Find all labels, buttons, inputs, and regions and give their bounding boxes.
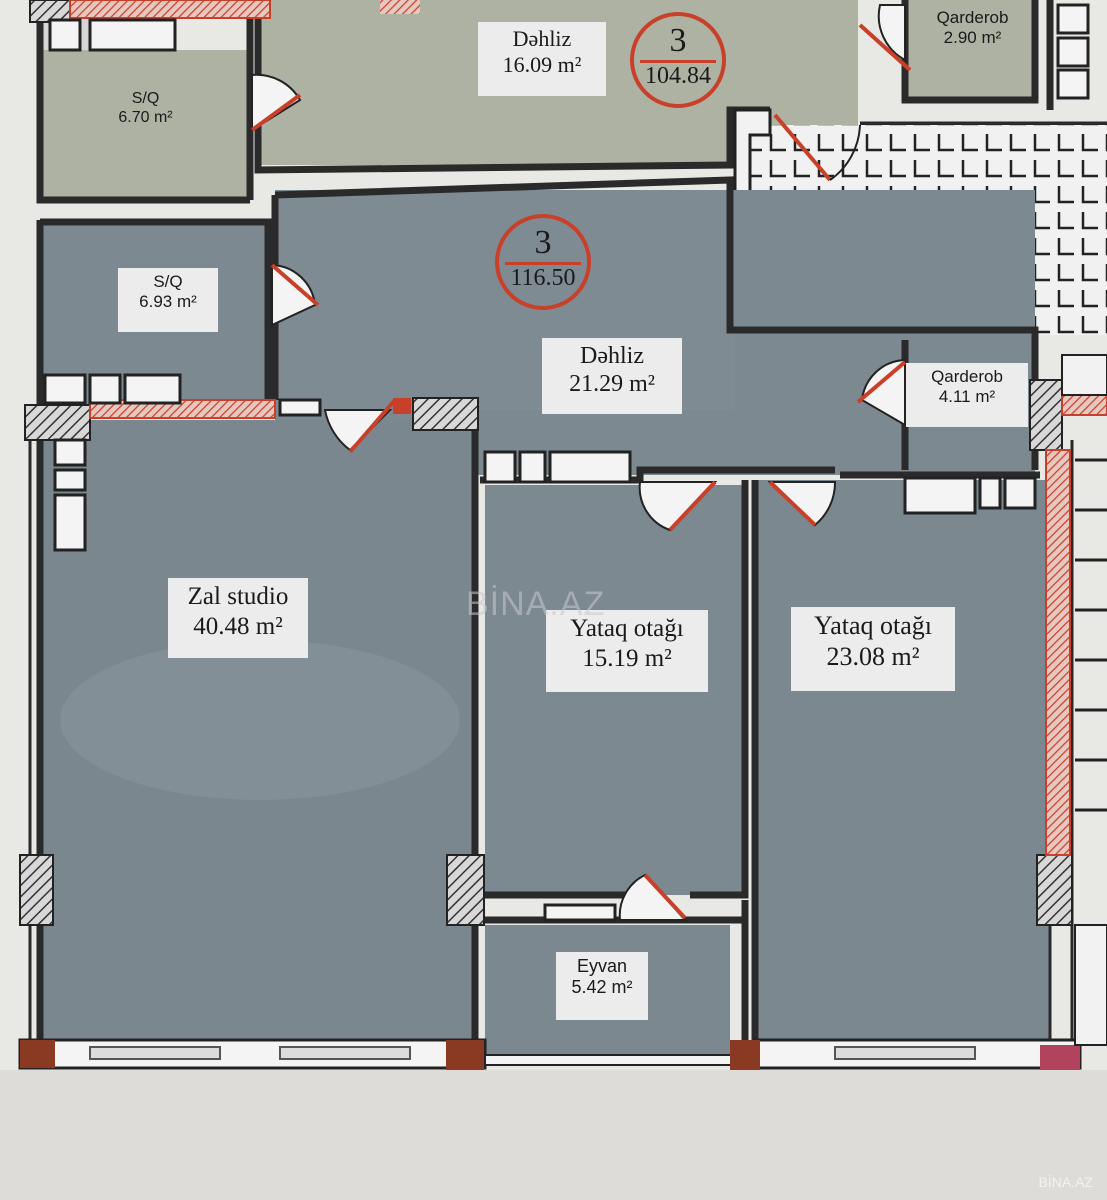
room-area: 5.42 m² [571,977,633,998]
unit-number: 3 [669,22,687,59]
room-area: 4.11 m² [938,387,996,407]
room-name: Qarderob [931,367,1003,386]
room-area: 40.48 m² [193,612,283,640]
column [412,397,479,431]
unit-number: 3 [534,224,552,261]
column [19,854,54,926]
room-name: Qarderob [936,8,1009,27]
watermark: BİNA.AZ [466,585,606,623]
room-area: 6.70 m² [118,108,173,126]
footer-watermark: BİNA.AZ [1038,1174,1093,1190]
room-label-eyvan: Eyvan 5.42 m² [556,952,648,1020]
room-label-zal: Zal studio 40.48 m² [168,578,308,658]
room-area: 16.09 m² [502,51,582,77]
room-name: S/Q [131,90,160,107]
room-label-dehliz-top: Dəhliz 16.09 m² [478,22,606,96]
room-label-qarderob-mid: Qarderob 4.11 m² [906,363,1028,427]
room-yataq-2 [755,480,1050,1040]
room-name: Eyvan [576,956,628,976]
room-label-dehliz-mid: Dəhliz 21.29 m² [542,338,682,414]
column [1036,854,1073,926]
room-area: 2.90 m² [943,28,1002,48]
room-label-sq-mid: S/Q 6.93 m² [118,268,218,332]
room-area: 21.29 m² [569,371,655,398]
room-sq-top [40,50,250,200]
unit-badge-mid: 3 116.50 [495,214,591,310]
room-name: Yataq otağı [814,611,932,640]
room-name: Zal studio [187,583,289,610]
room-label-sq-top: S/Q 6.70 m² [98,86,193,142]
room-name: S/Q [153,272,183,291]
room-area: 6.93 m² [139,292,197,312]
room-area: 15.19 m² [582,644,672,672]
column [1029,379,1063,451]
room-name: Dəhliz [580,343,644,369]
door-swings [270,263,907,921]
room-name: Dəhliz [512,26,572,51]
room-name: Yataq otağı [570,615,684,642]
room-zal [40,420,475,1040]
column [446,854,485,926]
unit-total-area: 116.50 [505,262,581,291]
room-label-qarderob-top: Qarderob 2.90 m² [915,4,1030,64]
unit-total-area: 104.84 [640,60,716,89]
room-area: 23.08 m² [826,641,920,671]
room-qarderob-top [905,0,1035,100]
room-label-yataq-2: Yataq otağı 23.08 m² [791,607,955,691]
room-label-yataq-1: Yataq otağı 15.19 m² [546,610,708,692]
unit-badge-top: 3 104.84 [630,12,726,108]
column [24,404,91,441]
